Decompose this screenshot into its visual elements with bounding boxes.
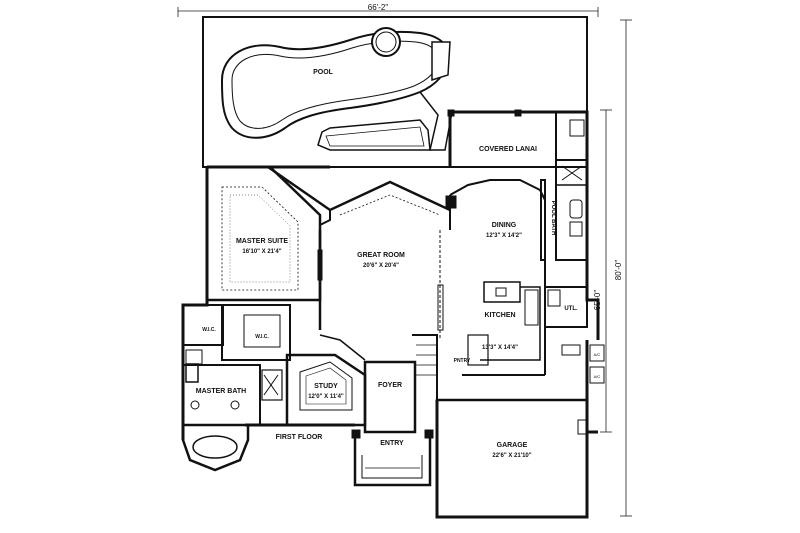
great-room-label: GREAT ROOM <box>357 252 405 259</box>
study-label: STUDY <box>314 383 338 390</box>
covered-lanai-label: COVERED LANAI <box>479 146 537 153</box>
study-size: 12'0" X 11'4" <box>308 394 344 400</box>
foyer <box>363 334 438 434</box>
entry <box>351 429 434 487</box>
wic-2-label: W.I.C. <box>255 334 269 340</box>
right-depth-outer-dimension: 80'-0" <box>614 260 623 281</box>
ac-unit-1-label: A/C <box>594 352 601 357</box>
dimension-lines <box>177 7 632 517</box>
utility-label: UTL. <box>564 306 578 312</box>
floor-label: FIRST FLOOR <box>276 434 323 441</box>
study <box>285 334 367 427</box>
great-room-size: 20'6" X 20'4" <box>363 263 399 269</box>
dining <box>445 179 546 261</box>
great-room <box>267 165 451 340</box>
pool-deck <box>202 16 588 168</box>
garage-label: GARAGE <box>497 442 528 449</box>
kitchen-label: KITCHEN <box>484 312 515 319</box>
utility <box>544 286 588 356</box>
overall-width-dimension: 66'-2" <box>368 3 389 12</box>
dining-size: 12'3" X 14'2" <box>486 233 522 239</box>
master-suite-size: 16'10" X 21'4" <box>242 249 281 255</box>
pool-bath <box>555 119 588 261</box>
ac-unit-2-label: A/C <box>594 374 601 379</box>
pool-bath-label: POOL BATH <box>550 201 556 236</box>
master-bath-label: MASTER BATH <box>196 388 246 395</box>
covered-lanai <box>447 109 557 160</box>
wic-1-label: W.I.C. <box>202 327 216 333</box>
ac-units <box>589 344 605 384</box>
garage-size: 22'6" X 21'10" <box>492 453 531 459</box>
master-bath-area <box>181 304 291 472</box>
foyer-label: FOYER <box>378 382 402 389</box>
pool-label: POOL <box>313 69 334 76</box>
garage <box>435 398 589 519</box>
entry-label: ENTRY <box>380 440 404 447</box>
dining-label: DINING <box>492 222 517 229</box>
kitchen-size: 13'3" X 14'4" <box>482 345 518 351</box>
pantry-label: PNTRY <box>454 358 471 364</box>
master-suite-label: MASTER SUITE <box>236 238 288 245</box>
pool <box>220 27 453 151</box>
master-suite <box>207 165 322 302</box>
kitchen <box>462 260 546 376</box>
